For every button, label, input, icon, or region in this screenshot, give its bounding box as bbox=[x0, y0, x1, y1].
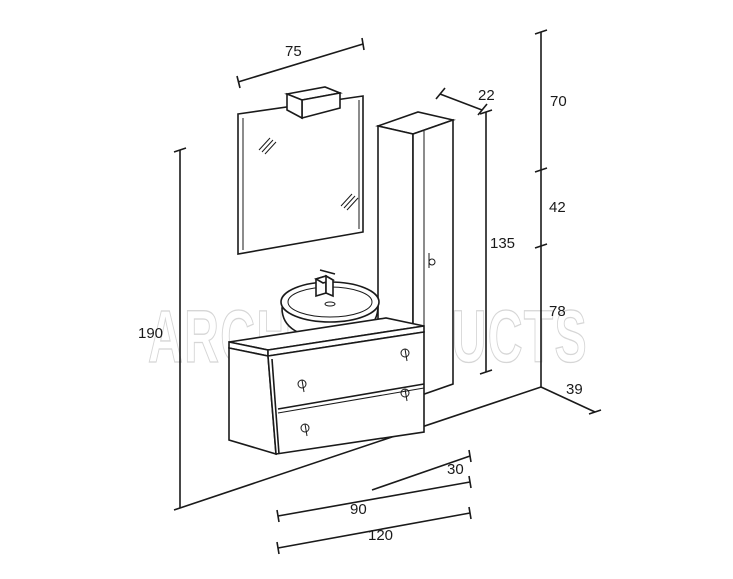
overall-height-label: 190 bbox=[138, 325, 163, 342]
tap bbox=[313, 269, 336, 298]
gap-top-label: 70 bbox=[550, 93, 567, 110]
wall-outline bbox=[173, 29, 602, 511]
cabinet-width-dimension bbox=[276, 475, 472, 523]
base-cabinet bbox=[228, 317, 425, 456]
mirror-width-dimension bbox=[236, 37, 365, 89]
mirror bbox=[237, 86, 364, 255]
gap-middle-label: 42 bbox=[549, 199, 566, 216]
mirror-width-label: 75 bbox=[285, 43, 302, 60]
gap-bottom-label: 78 bbox=[549, 303, 566, 320]
column-height-dimension bbox=[479, 109, 493, 375]
column-depth-label: 22 bbox=[478, 87, 495, 104]
side-depth-label: 39 bbox=[566, 381, 583, 398]
column-depth-dimension bbox=[435, 87, 488, 116]
column-height-label: 135 bbox=[490, 235, 515, 252]
cabinet-depth-dimension bbox=[371, 449, 472, 491]
cabinet-width-label: 90 bbox=[350, 501, 367, 518]
overall-width-label: 120 bbox=[368, 527, 393, 544]
cabinet-depth-label: 30 bbox=[447, 461, 464, 478]
overall-width-dimension bbox=[276, 506, 472, 555]
